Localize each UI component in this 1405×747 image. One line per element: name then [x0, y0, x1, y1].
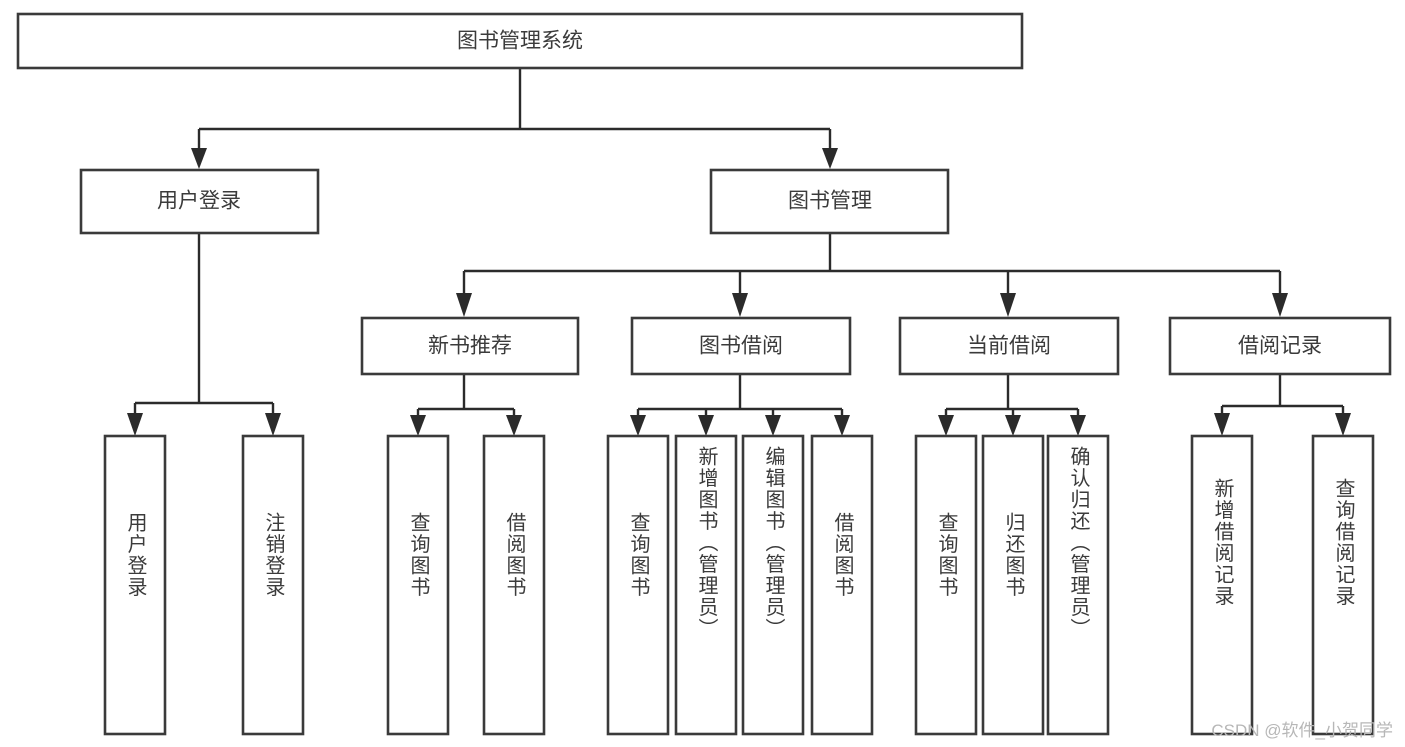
arrow-head-to-leaf8 — [834, 415, 850, 436]
node-records[interactable]: 借阅记录 — [1168, 316, 1392, 376]
node-borrow[interactable]: 图书借阅 — [630, 316, 852, 376]
arrow-head-to-bookmgmt — [822, 148, 838, 169]
node-leaf-13-box[interactable] — [1311, 434, 1375, 736]
node-leaf-8-label: 借阅图书 — [831, 512, 854, 598]
node-leaf-4[interactable]: 借阅图书 — [482, 434, 546, 736]
arrow-head-to-leaf12 — [1214, 413, 1230, 436]
node-leaf-10[interactable]: 归还图书 — [981, 434, 1045, 736]
node-leaf-10-label: 归还图书 — [1002, 512, 1025, 598]
node-leaf-11[interactable]: 确认归还（管理员） — [1046, 434, 1110, 736]
node-leaf-5-box[interactable] — [606, 434, 670, 736]
node-borrow-box[interactable] — [630, 316, 852, 376]
connector-group-current — [938, 374, 1086, 436]
arrow-head-to-leaf6 — [698, 415, 714, 436]
node-leaf-1[interactable]: 用户登录 — [103, 434, 167, 736]
node-leaf-3[interactable]: 查询图书 — [386, 434, 450, 736]
node-leaf-2-box[interactable] — [241, 434, 305, 736]
node-leaf-5-label: 查询图书 — [627, 512, 650, 598]
node-leaf-3-label: 查询图书 — [407, 512, 430, 598]
node-leaf-2[interactable]: 注销登录 — [241, 434, 305, 736]
node-leaf-13[interactable]: 查询借阅记录 — [1311, 434, 1375, 736]
node-leaf-5[interactable]: 查询图书 — [606, 434, 670, 736]
node-leaf-12-label: 新增借阅记录 — [1211, 478, 1234, 607]
node-login-label: 用户登录 — [157, 190, 241, 213]
node-bookmgmt[interactable]: 图书管理 — [709, 168, 950, 235]
node-leaf-7-box[interactable] — [741, 434, 805, 736]
arrow-head-to-records — [1272, 293, 1288, 317]
arrow-head-to-leaf9 — [938, 415, 954, 436]
node-leaf-8-box[interactable] — [810, 434, 874, 736]
arrow-head-to-leaf7 — [765, 415, 781, 436]
node-leaf-10-box[interactable] — [981, 434, 1045, 736]
node-leaf-9-label: 查询图书 — [935, 512, 958, 598]
node-leaf-8[interactable]: 借阅图书 — [810, 434, 874, 736]
connector-group-borrow — [630, 374, 850, 436]
csdn-watermark: CSDN @软件_小贺同学 — [1211, 721, 1393, 740]
node-leaf-4-box[interactable] — [482, 434, 546, 736]
arrow-head-to-borrow — [732, 293, 748, 317]
node-leaf-11-label: 确认归还（管理员） — [1067, 446, 1090, 640]
node-leaf-2-label: 注销登录 — [262, 512, 285, 598]
node-login[interactable]: 用户登录 — [79, 168, 320, 235]
node-leaf-9-box[interactable] — [914, 434, 978, 736]
node-leaf-7-label: 编辑图书（管理员） — [762, 446, 785, 640]
connector-group-records — [1214, 374, 1351, 436]
node-leaf-13-label: 查询借阅记录 — [1332, 478, 1355, 607]
node-leaf-9[interactable]: 查询图书 — [914, 434, 978, 736]
arrow-head-to-leaf5 — [630, 415, 646, 436]
node-bookmgmt-label: 图书管理 — [788, 190, 872, 213]
node-leaf-1-label: 用户登录 — [124, 512, 147, 598]
arrow-head-to-leaf2 — [265, 413, 281, 436]
node-bookmgmt-box[interactable] — [709, 168, 950, 235]
node-leaf-11-box[interactable] — [1046, 434, 1110, 736]
node-leaf-4-label: 借阅图书 — [503, 512, 526, 598]
node-root-box[interactable] — [16, 12, 1024, 70]
arrow-head-to-current — [1000, 293, 1016, 317]
arrow-head-to-leaf4 — [506, 415, 522, 436]
node-current[interactable]: 当前借阅 — [898, 316, 1120, 376]
node-current-box[interactable] — [898, 316, 1120, 376]
node-leaf-6-label: 新增图书（管理员） — [695, 446, 718, 640]
connector-group-newbook — [410, 374, 522, 436]
node-root-label: 图书管理系统 — [457, 30, 583, 53]
arrow-head-to-login — [191, 148, 207, 169]
node-borrow-label: 图书借阅 — [699, 335, 783, 358]
node-records-box[interactable] — [1168, 316, 1392, 376]
connector-group-root — [191, 68, 838, 169]
connector-group-bookmgmt — [456, 233, 1288, 317]
node-root[interactable]: 图书管理系统 — [16, 12, 1024, 70]
node-newbook[interactable]: 新书推荐 — [360, 316, 580, 376]
arrow-head-to-leaf10 — [1005, 415, 1021, 436]
arrow-head-to-leaf3 — [410, 415, 426, 436]
node-leaf-3-box[interactable] — [386, 434, 450, 736]
node-leaf-6-box[interactable] — [674, 434, 738, 736]
node-newbook-label: 新书推荐 — [428, 335, 512, 358]
node-current-label: 当前借阅 — [967, 335, 1051, 358]
arrow-head-to-leaf1 — [127, 413, 143, 436]
arrow-head-to-leaf11 — [1070, 415, 1086, 436]
node-newbook-box[interactable] — [360, 316, 580, 376]
node-leaf-6[interactable]: 新增图书（管理员） — [674, 434, 738, 736]
node-leaf-1-box[interactable] — [103, 434, 167, 736]
connector-group-login — [127, 233, 281, 436]
node-login-box[interactable] — [79, 168, 320, 235]
node-leaf-12[interactable]: 新增借阅记录 — [1190, 434, 1254, 736]
arrow-head-to-leaf13 — [1335, 413, 1351, 436]
node-records-label: 借阅记录 — [1238, 335, 1322, 358]
node-leaf-7[interactable]: 编辑图书（管理员） — [741, 434, 805, 736]
arrow-head-to-newbook — [456, 293, 472, 317]
node-leaf-12-box[interactable] — [1190, 434, 1254, 736]
